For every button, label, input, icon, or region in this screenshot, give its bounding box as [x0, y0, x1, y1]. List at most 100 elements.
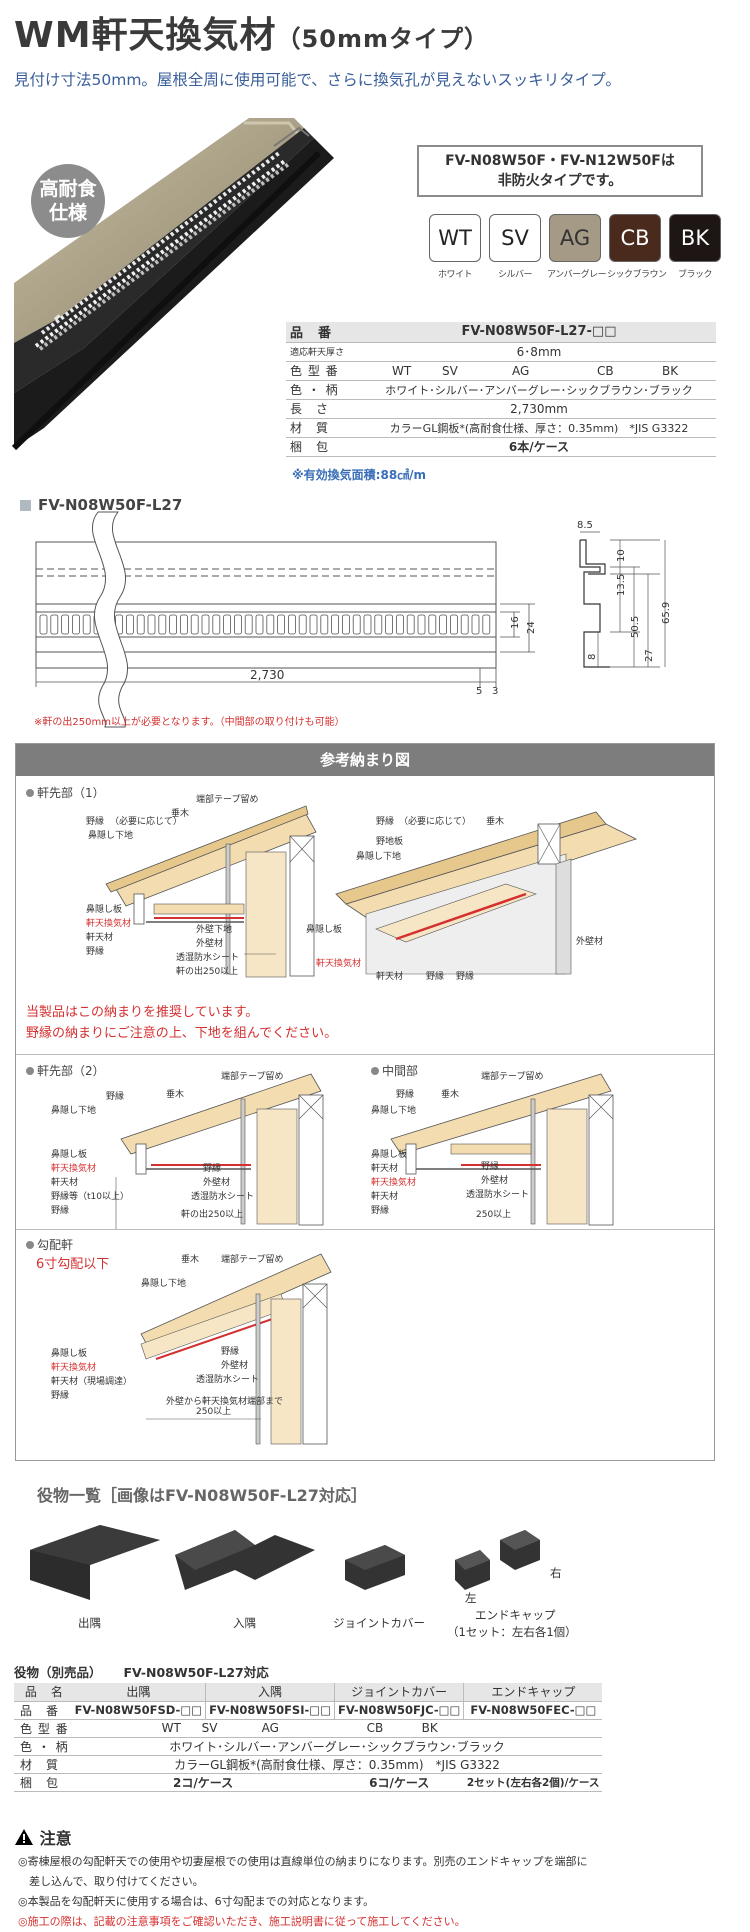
- section-label: 勾配軒: [37, 1238, 74, 1252]
- reference-header: 参考納まり図: [16, 744, 714, 776]
- end-cap-right-label: 右: [550, 1566, 562, 1580]
- section-middle: 中間部: [371, 1062, 418, 1079]
- dim-8: 8: [587, 654, 598, 660]
- section-label: 中間部: [382, 1064, 419, 1078]
- badge-line1: 高耐食: [39, 178, 97, 200]
- recommend-note-1: 当製品はこの納まりを推奨しています。: [26, 1005, 259, 1020]
- label-eave-250: 軒の出250以上: [176, 965, 238, 977]
- dim-length: 2,730: [250, 668, 284, 682]
- options-row: 色 ・ 柄 ホワイト･シルバー･アンバーグレー･シックブラウン･ブラック: [14, 1737, 603, 1756]
- label-rafter: 垂木: [166, 1088, 184, 1100]
- end-cap-icon: [455, 1530, 540, 1590]
- accessory-end-cap: 左 右 エンドキャップ （1セット：左右各1個）: [445, 1520, 595, 1645]
- accessory-outside-corner: 出隅: [20, 1520, 170, 1645]
- spec-label: 色 ・ 柄: [286, 380, 362, 400]
- dim-24: 24: [526, 621, 537, 634]
- accessories-gallery: 出隅 入隅 ジョイントカバー 左 右 エンドキャップ （1セット：左右各1個）: [20, 1520, 720, 1645]
- bullet-icon: [26, 789, 34, 797]
- pack-value: 2コ/ケース: [71, 1773, 335, 1792]
- accessory-label: エンドキャップ: [475, 1608, 556, 1622]
- label-product: 軒天換気材: [371, 1176, 416, 1188]
- label-wall-material: 外壁材: [481, 1174, 508, 1186]
- accessory-inside-corner: 入隅: [175, 1520, 325, 1645]
- page-title: WM軒天換気材（50mmタイプ）: [14, 6, 489, 58]
- swatch-box: AG: [549, 214, 601, 262]
- section-slope: 勾配軒: [26, 1236, 73, 1253]
- label-noen: 野縁: [51, 1389, 69, 1401]
- reference-installation: 参考納まり図 軒先部（1） 端部テープ留め 垂木 野縁 （必要に応じて） 鼻隠し…: [15, 743, 715, 1461]
- label-noen-note: （必要に応じて）: [110, 815, 182, 827]
- section-label: 軒先部（1）: [37, 786, 105, 800]
- label-rafter: 垂木: [441, 1088, 459, 1100]
- non-fireproof-notice: FV-N08W50F・FV-N12W50Fは 非防火タイプです。: [417, 145, 703, 197]
- spec-value: 2,730mm: [362, 399, 716, 419]
- joint-cover-icon: [345, 1545, 405, 1590]
- badge-line2: 仕様: [48, 202, 87, 224]
- dim-27: 27: [644, 649, 655, 662]
- part-number: FV-N08W50FSD-□□: [71, 1701, 206, 1720]
- spec-row: 梱 包 6本/ケース: [286, 437, 716, 457]
- options-label: 材 質: [14, 1755, 72, 1774]
- spec-label: 適応軒天厚さ: [286, 342, 362, 362]
- label-sheet: 透湿防水シート: [466, 1188, 529, 1200]
- caution-item: ◎本製品を勾配軒天に使用する場合は、6寸勾配までの対応となります。: [18, 1895, 375, 1908]
- label-eave-dist-2: 250以上: [196, 1406, 231, 1417]
- spec-label: 材 質: [286, 418, 362, 438]
- label-noen-2: 野縁: [371, 1204, 389, 1216]
- label-roof-board: 野地板: [376, 835, 403, 847]
- part-number: FV-N08W50FEC-□□: [463, 1701, 603, 1720]
- label-soffit: 軒天材: [371, 1162, 398, 1174]
- spec-value: 6･8mm: [362, 342, 716, 362]
- label-noen-2: 野縁: [51, 1204, 69, 1216]
- options-label: 色 ・ 柄: [14, 1737, 72, 1756]
- options-col: エンドキャップ: [463, 1683, 603, 1702]
- dim-50-5: 50.5: [630, 616, 641, 638]
- swatch-name: ブラック: [677, 270, 713, 280]
- product-render: [11, 118, 334, 451]
- end-cap-left-label: 左: [465, 1591, 477, 1605]
- label-noen-thick: 野縁等（t10以上）: [51, 1190, 129, 1202]
- options-value: カラーGL鋼板*(高耐食仕様、厚さ：0.35mm) *JIS G3322: [71, 1755, 603, 1774]
- inside-corner-icon: [175, 1530, 315, 1590]
- label-noen-2: 野縁: [86, 945, 104, 957]
- pack-value: 6コ/ケース: [334, 1773, 464, 1792]
- color-code: AG: [261, 1721, 279, 1735]
- label-product: 軒天換気材: [316, 957, 361, 969]
- recommend-note-2: 野縁の納まりにご注意の上、下地を組んでください。: [26, 1026, 338, 1041]
- options-label: 品 番: [14, 1701, 72, 1720]
- eaves-1-perspective-drawing: 野縁 （必要に応じて） 垂木 野地板 鼻隠し下地 鼻隠し板 軒天換気材 軒天材 …: [306, 811, 638, 982]
- part-number: FV-N08W50FSI-□□: [205, 1701, 335, 1720]
- label-product: 軒天換気材: [51, 1361, 96, 1373]
- bullet-icon: [26, 1241, 34, 1249]
- dim-65-9: 65.9: [661, 602, 672, 624]
- spec-row: 適応軒天厚さ 6･8mm: [286, 342, 716, 362]
- divider: [16, 1229, 714, 1230]
- label-rafter: 垂木: [171, 807, 189, 819]
- color-code: SV: [201, 1721, 218, 1735]
- spec-label: 長 さ: [286, 399, 362, 419]
- spec-row: 色 ・ 柄 ホワイト･シルバー･アンバーグレー･シックブラウン･ブラック: [286, 380, 716, 400]
- color-code: CB: [366, 1721, 384, 1735]
- accessory-joint-cover: ジョイントカバー: [325, 1520, 435, 1645]
- label-rafter: 垂木: [181, 1253, 199, 1265]
- dim-8-5: 8.5: [577, 520, 593, 531]
- title-sub: （50mmタイプ）: [276, 25, 489, 53]
- spec-table: 品 番 FV-N08W50F-L27-□□ 適応軒天厚さ 6･8mm 色 型 番…: [286, 322, 716, 457]
- label-wall-material: 外壁材: [221, 1359, 248, 1371]
- color-code: SV: [442, 363, 458, 378]
- vent-area-note: ※有効換気面積:88㎠/m: [292, 468, 427, 482]
- divider: [16, 1054, 714, 1055]
- section-label: 軒先部（2）: [37, 1064, 105, 1078]
- label-fascia-board: 鼻隠し板: [51, 1347, 87, 1359]
- spec-part-number: FV-N08W50F-L27-□□: [362, 322, 716, 343]
- options-value: ホワイト･シルバー･アンバーグレー･シックブラウン･ブラック: [71, 1737, 603, 1756]
- eaves-1-section-drawing: 端部テープ留め 垂木 野縁 （必要に応じて） 鼻隠し下地 鼻隠し板 軒天換気材 …: [86, 793, 317, 978]
- label-noen-note: （必要に応じて）: [399, 815, 471, 827]
- swatch-box: SV: [489, 214, 541, 262]
- label-eave-250: 軒の出250以上: [181, 1208, 243, 1220]
- label-tape: 端部テープ留め: [196, 793, 258, 805]
